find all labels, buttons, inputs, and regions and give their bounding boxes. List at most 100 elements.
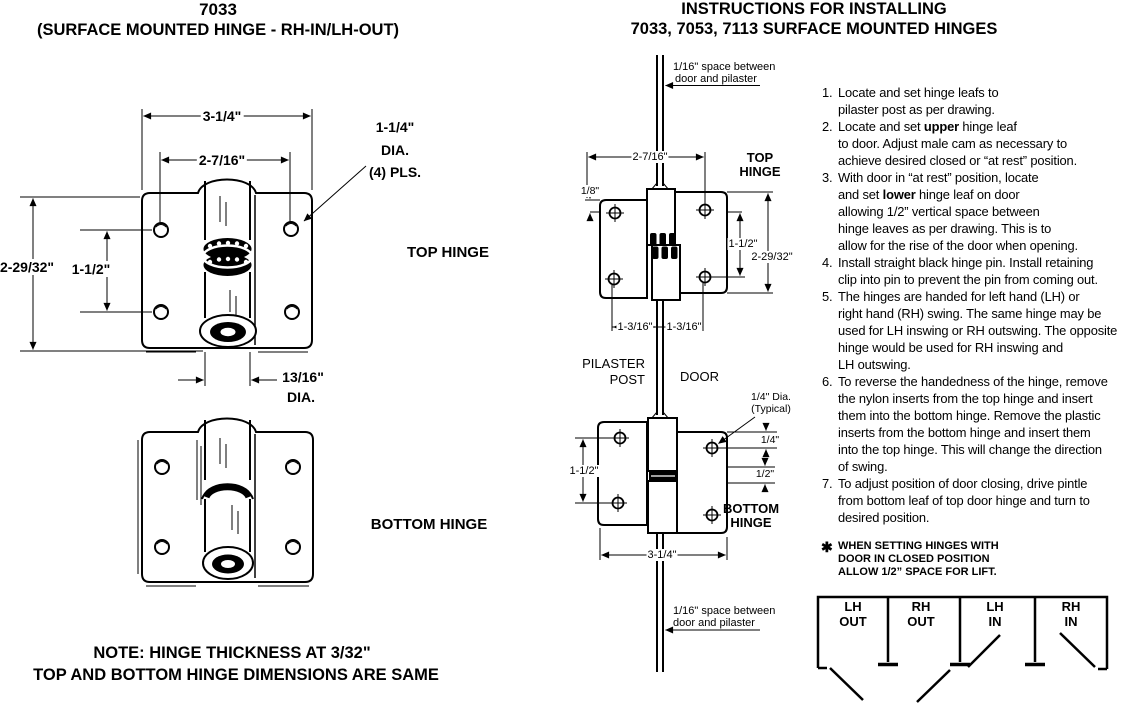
stall-label-dir: IN xyxy=(989,614,1002,629)
stall-label-hand: RH xyxy=(1062,599,1081,614)
instruction-line: LH outswing. xyxy=(838,357,911,372)
instruction-item: 3. With door in “at rest” position, locat… xyxy=(822,169,1126,254)
mount-holes xyxy=(605,201,714,288)
handedness-diagram: LH OUT RH OUT LH IN RH IN xyxy=(816,595,1109,703)
footnote-asterisk-icon: ✱ xyxy=(821,539,833,555)
instruction-number: 1. xyxy=(822,85,833,100)
c-bottom-hinge-label-line2: HINGE xyxy=(730,514,772,530)
instruction-line: inserts from the bottom hinge and insert… xyxy=(838,425,1091,440)
instruction-number: 7. xyxy=(822,476,833,491)
screw-holes xyxy=(153,221,300,320)
hole-note-line3: (4) PLS. xyxy=(368,164,422,180)
c-dim-left-half: 1-3/16" xyxy=(616,321,654,333)
instruction-number: 5. xyxy=(822,289,833,304)
c-dim-width-outer: 3-1/4" xyxy=(646,549,678,561)
c-dim-door-offset: 1/4" xyxy=(759,434,781,446)
instruction-line: the nylon inserts from the top hinge and… xyxy=(838,391,1093,406)
instruction-line: right hand (RH) swing. The same hinge ma… xyxy=(838,306,1102,321)
instruction-number: 6. xyxy=(822,374,833,389)
c-top-hinge-label-line1: TOP xyxy=(746,150,774,165)
instruction-line: achieve desired closed or “at rest” posi… xyxy=(838,153,1078,168)
instruction-line: used for LH inswing or RH outswing. The … xyxy=(838,323,1118,338)
right-title-line1: INSTRUCTIONS FOR INSTALLING xyxy=(681,0,947,18)
instruction-text: With door in “at rest” position, locate a… xyxy=(838,169,1126,254)
bearing-balls xyxy=(207,240,249,265)
instruction-line: to door. Adjust male cam as necessary to xyxy=(838,136,1068,151)
instruction-number: 4. xyxy=(822,255,833,270)
instruction-item: 4. Install straight black hinge pin. Inst… xyxy=(822,254,1126,288)
bottom-hinge-label: BOTTOM HINGE xyxy=(370,516,488,533)
instruction-text: Locate and set upper hinge leaf to door. … xyxy=(838,118,1126,169)
c-dim-leaf-gap: 1/2" xyxy=(754,468,776,480)
c-dim-height-outer: 2-29/32" xyxy=(750,251,794,263)
c-dim-right-half: 1-3/16" xyxy=(665,321,703,333)
stall-label-hand: LH xyxy=(986,599,1003,614)
c-hole-note-line2: (Typical) xyxy=(751,403,791,415)
instruction-text: Install straight black hinge pin. Instal… xyxy=(838,254,1126,288)
dim-width-holes: 2-7/16" xyxy=(196,152,248,168)
gap-note-bottom-line2: door and pilaster xyxy=(673,617,755,629)
dim-height-holes: 1-1/2" xyxy=(69,261,113,277)
instruction-line: into the top hinge. This will change the… xyxy=(838,442,1102,457)
top-hinge-label: TOP HINGE xyxy=(407,244,489,261)
pin-dim-unit: DIA. xyxy=(285,389,317,405)
stall-label-hand: RH xyxy=(912,599,931,614)
pilaster-label-line2: POST xyxy=(609,372,645,387)
left-bottom-hinge-drawing xyxy=(137,417,314,587)
instruction-number: 2. xyxy=(822,119,833,134)
instruction-line: hinge would be used for RH inswing and xyxy=(838,340,1064,355)
stall-label-dir: IN xyxy=(1065,614,1078,629)
door-swing-lines xyxy=(829,632,1096,703)
c-dim-height-holes: 1-1/2" xyxy=(727,238,759,250)
pilaster-label-line1: PILASTER xyxy=(582,356,645,371)
c-bottom-hinge-label: BOTTOM HINGE xyxy=(723,502,779,529)
note-line2: TOP AND BOTTOM HINGE DIMENSIONS ARE SAME xyxy=(33,666,439,684)
dim-width-outer: 3-1/4" xyxy=(200,108,244,124)
instruction-line: To reverse the handedness of the hinge, … xyxy=(838,374,1108,389)
c-top-hinge-label-line2: HINGE xyxy=(739,163,781,179)
hole-note-line2: DIA. xyxy=(381,141,409,158)
door-label: DOOR xyxy=(680,369,719,384)
instruction-line: of swing. xyxy=(838,459,888,474)
instruction-line: pilaster post as per drawing. xyxy=(838,102,995,117)
gap-note-bottom-line1: 1/16" space between xyxy=(673,605,776,617)
mount-holes xyxy=(609,429,721,524)
center-bottom-hinge xyxy=(575,416,777,634)
instruction-line: them into the bottom hinge. Remove the p… xyxy=(838,408,1101,423)
instruction-text: The hinges are handed for left hand (LH)… xyxy=(838,288,1126,373)
gap-note-top-line1: 1/16" space between xyxy=(673,61,776,73)
note-line1: NOTE: HINGE THICKNESS AT 3/32" xyxy=(93,644,371,662)
footnote-line: ALLOW 1/2” SPACE FOR LIFT. xyxy=(838,566,997,579)
screw-holes xyxy=(154,459,301,555)
hole-diameter-note: 1-1/4" DIA. (4) PLS. xyxy=(369,116,421,184)
gap-note-top-line2: door and pilaster xyxy=(675,73,757,85)
c-hole-note-line1: 1/4" Dia. xyxy=(751,391,791,403)
instruction-line: With door in “at rest” position, locate xyxy=(838,170,1039,185)
footnote-line: DOOR IN CLOSED POSITION xyxy=(838,553,990,566)
stall-label-dir: OUT xyxy=(839,614,867,629)
instruction-line: hinge leaves as per drawing. This is to xyxy=(838,221,1052,236)
instruction-line: Locate and set upper hinge leaf xyxy=(838,119,1017,134)
c-dim-bottom-height-holes: 1-1/2" xyxy=(568,465,600,477)
instruction-line: Install straight black hinge pin. Instal… xyxy=(838,255,1094,270)
instruction-item: 6. To reverse the handedness of the hinge… xyxy=(822,373,1126,475)
instruction-line: desired position. xyxy=(838,510,930,525)
instruction-text: To reverse the handedness of the hinge, … xyxy=(838,373,1126,475)
instruction-line: from bottom leaf of top door hinge and t… xyxy=(838,493,1090,508)
c-dim-top-offset: 1/8" xyxy=(579,185,601,197)
c-bottom-hinge-label-line1: BOTTOM xyxy=(722,501,780,516)
center-top-hinge xyxy=(585,81,773,331)
instruction-line: and set lower hinge leaf on door xyxy=(838,187,1020,202)
right-title-line2: 7033, 7053, 7113 SURFACE MOUNTED HINGES xyxy=(630,20,998,38)
pin-dim-value: 13/16" xyxy=(280,369,326,385)
instruction-number: 3. xyxy=(822,170,833,185)
instruction-line: clip into pin to prevent the pin from co… xyxy=(838,272,1098,287)
dim-height-outer: 2-29/32" xyxy=(0,259,57,275)
footnote-line: WHEN SETTING HINGES WITH xyxy=(838,540,999,552)
